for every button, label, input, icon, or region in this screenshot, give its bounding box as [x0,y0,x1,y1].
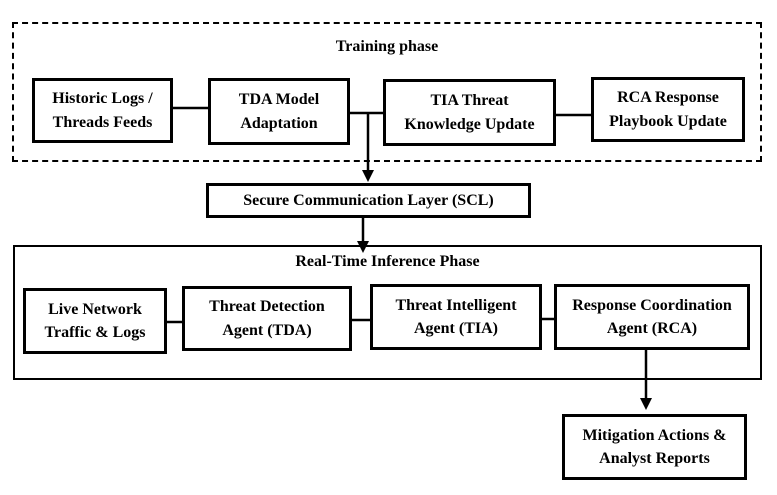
threat-detection-agent-box: Threat Detection Agent (TDA) [182,286,352,351]
rca-agent-line2: Agent (RCA) [606,320,698,337]
rca-agent-line1: Response Coordination [572,296,732,314]
historic-logs-line2: Threads Feeds [52,113,153,131]
tia-knowledge-line1: TIA Threat [430,92,509,110]
tia-knowledge-line2: Knowledge Update [404,115,535,133]
tda-agent-line1: Threat Detection [209,298,325,316]
secure-communication-layer-box: Secure Communication Layer (SCL) [206,183,531,218]
historic-logs-box: Historic Logs / Threads Feeds [32,78,173,143]
mitigation-line2: Analyst Reports [599,450,710,467]
inference-phase-title: Real-Time Inference Phase [295,253,480,270]
rca-playbook-line1: RCA Response [617,89,719,107]
tia-knowledge-update-box: TIA Threat Knowledge Update [383,79,556,146]
inference-phase-container [13,245,762,380]
historic-logs-line1: Historic Logs / [52,90,153,108]
live-traffic-line2: Traffic & Logs [44,324,146,341]
scl-label: Secure Communication Layer (SCL) [243,191,494,209]
response-coordination-agent-box: Response Coordination Agent (RCA) [554,284,750,350]
live-network-traffic-box: Live Network Traffic & Logs [23,288,167,354]
rca-playbook-update-box: RCA Response Playbook Update [591,77,745,142]
tia-agent-line1: Threat Intelligent [395,296,517,314]
arrow-training-to-scl-head [362,170,374,182]
live-traffic-line1: Live Network [48,300,142,318]
tda-agent-line2: Agent (TDA) [222,321,312,339]
training-phase-container [12,22,762,162]
threat-intelligent-agent-box: Threat Intelligent Agent (TIA) [370,284,542,350]
tda-model-line1: TDA Model [238,91,320,109]
tda-model-adaptation-box: TDA Model Adaptation [208,78,350,145]
rca-playbook-line2: Playbook Update [609,112,727,130]
tda-model-line2: Adaptation [240,114,318,132]
arrow-rca-to-mitigation-head [640,398,652,410]
training-phase-title: Training phase [335,38,439,55]
mitigation-actions-box: Mitigation Actions & Analyst Reports [562,414,747,480]
mitigation-line1: Mitigation Actions & [582,426,727,444]
tia-agent-line2: Agent (TIA) [414,320,498,337]
